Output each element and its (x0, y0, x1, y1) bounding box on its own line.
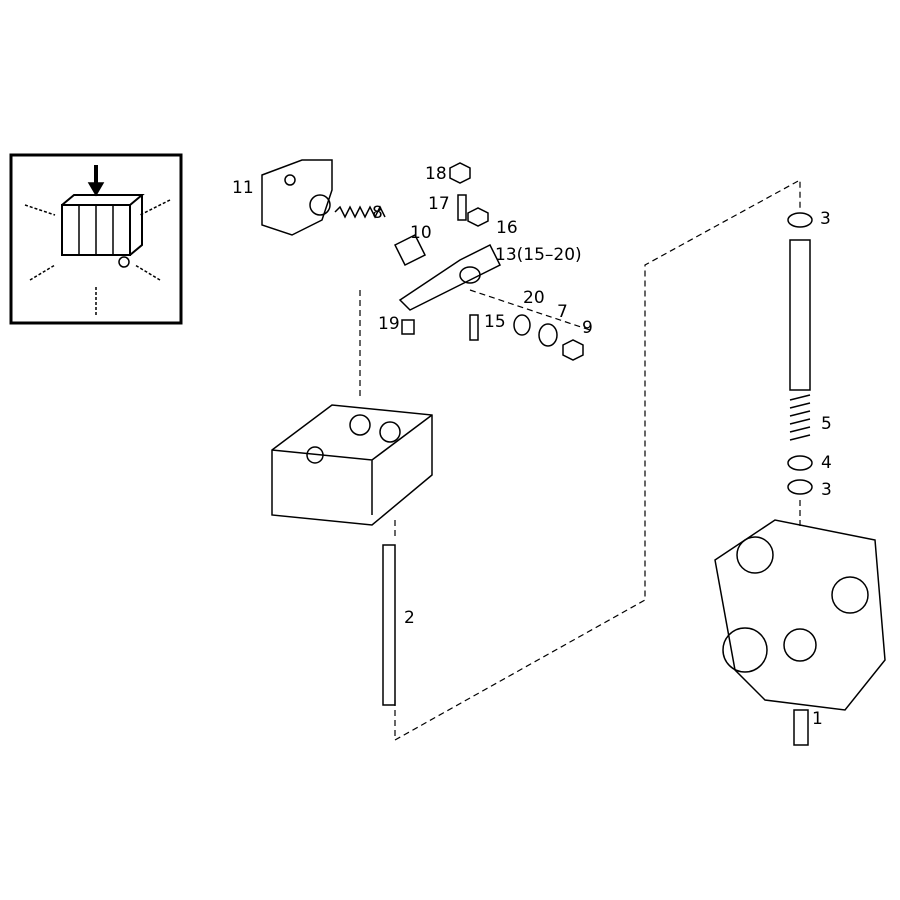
callout-7: 7 (557, 302, 568, 322)
crankcase-part (714, 519, 886, 711)
callout-15: 15 (484, 312, 506, 332)
push-rod-part (382, 544, 396, 706)
callout-8: 8 (372, 203, 383, 223)
callout-16: 16 (496, 218, 518, 238)
engine-orientation-icon (9, 153, 183, 325)
sleeve-part (393, 233, 427, 267)
callout-1: 1 (812, 709, 823, 729)
callout-11: 11 (232, 178, 254, 198)
cylinder-head-part (271, 404, 433, 526)
rocker-bracket-part (261, 159, 333, 236)
callout-17: 17 (428, 194, 450, 214)
callout-13: 13(15–20) (495, 245, 582, 265)
callout-3-top: 3 (820, 209, 831, 229)
callout-10: 10 (410, 223, 432, 243)
callout-2: 2 (404, 608, 415, 628)
callout-18: 18 (425, 164, 447, 184)
callout-5: 5 (821, 414, 832, 434)
spring-part (334, 205, 386, 219)
callout-3-bottom: 3 (821, 480, 832, 500)
callout-9: 9 (582, 318, 593, 338)
rocker-arm-part (398, 243, 502, 311)
callout-4: 4 (821, 453, 832, 473)
callout-19: 19 (378, 314, 400, 334)
callout-20: 20 (523, 288, 545, 308)
